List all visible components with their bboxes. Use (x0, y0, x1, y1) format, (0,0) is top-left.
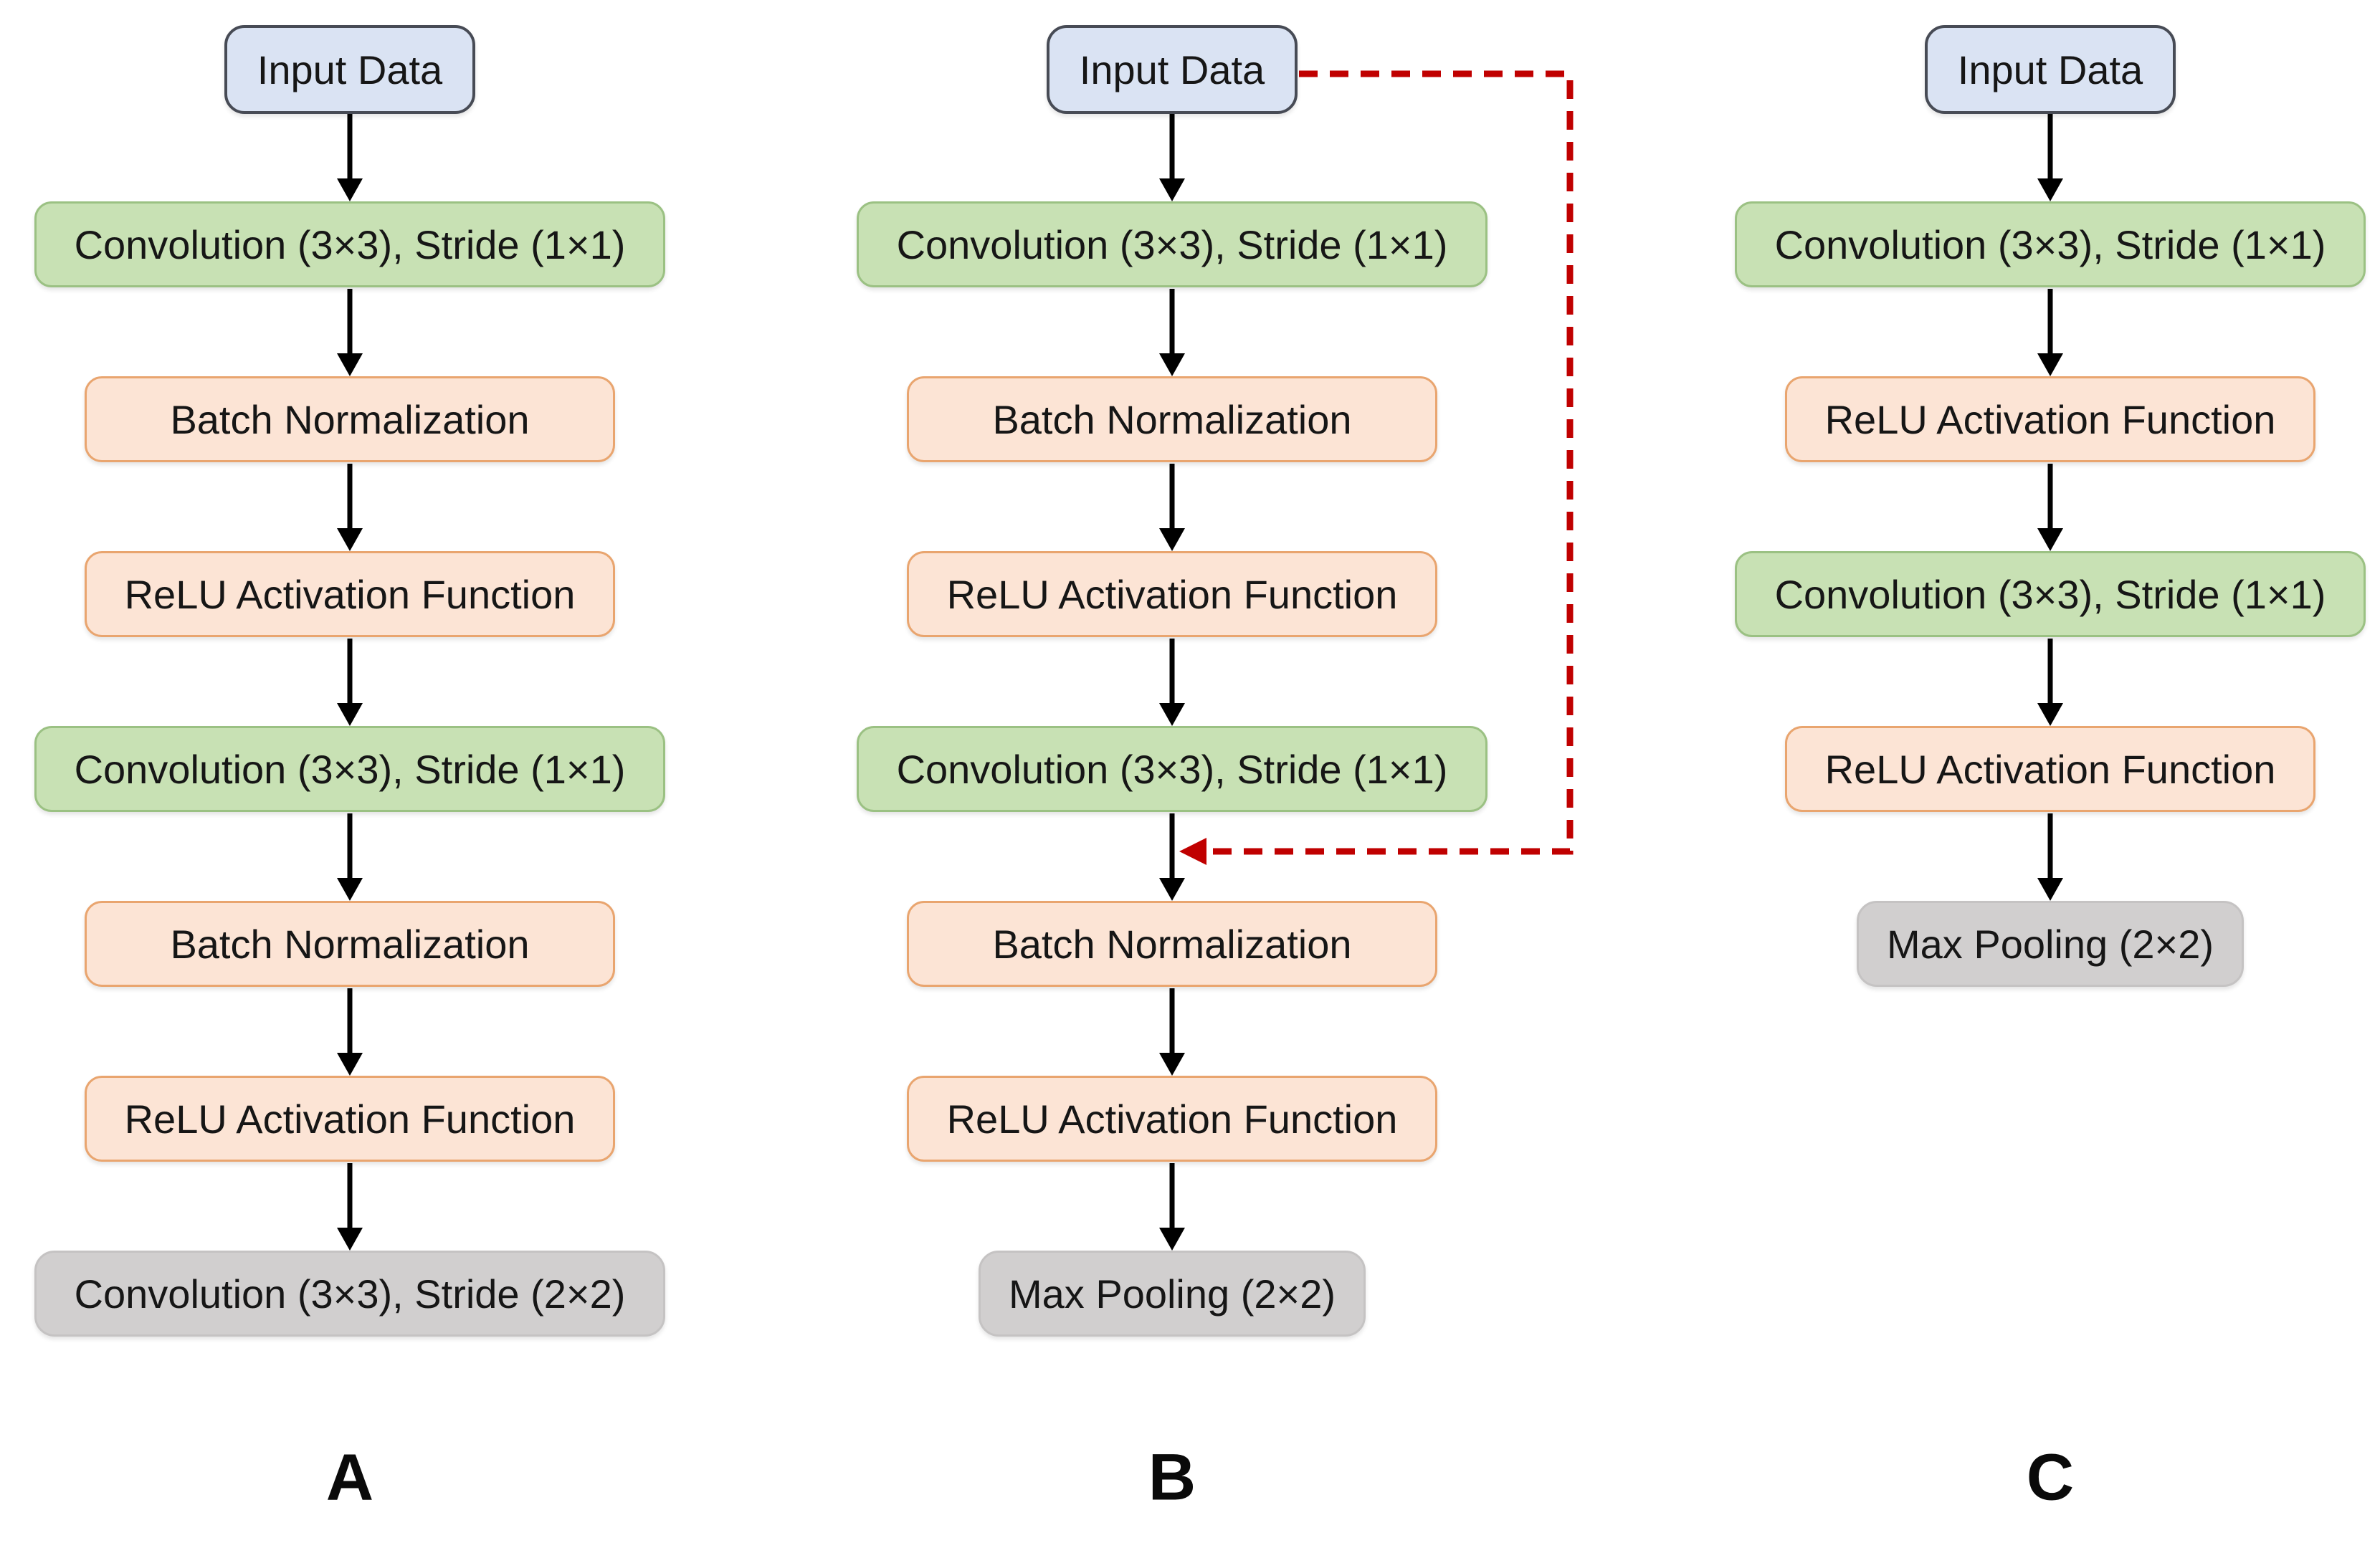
flow-arrow (337, 464, 363, 551)
skip-connection (1179, 70, 1574, 865)
column-label-c: C (2026, 1440, 2075, 1514)
node-input-data: Input Data (1047, 25, 1298, 114)
flow-arrow (2037, 114, 2063, 201)
node-convolution: Convolution (3×3), Stride (1×1) (34, 201, 665, 287)
node-batch-norm: Batch Normalization (907, 901, 1437, 987)
node-relu: ReLU Activation Function (907, 1076, 1437, 1162)
column-label-a: A (325, 1440, 374, 1514)
flow-arrow (2037, 639, 2063, 726)
flow-arrow (1159, 1163, 1185, 1251)
node-relu: ReLU Activation Function (1785, 726, 2315, 812)
flow-arrow (2037, 464, 2063, 551)
node-convolution: Convolution (3×3), Stride (1×1) (34, 726, 665, 812)
node-input-data: Input Data (224, 25, 475, 114)
node-input-data: Input Data (1925, 25, 2176, 114)
node-conv-downsample: Convolution (3×3), Stride (2×2) (34, 1251, 665, 1337)
flow-arrow (1159, 813, 1185, 901)
node-relu: ReLU Activation Function (85, 551, 615, 637)
flow-arrow (1159, 988, 1185, 1076)
node-batch-norm: Batch Normalization (907, 376, 1437, 462)
flow-arrow (337, 988, 363, 1076)
flow-arrow (1159, 464, 1185, 551)
node-relu: ReLU Activation Function (85, 1076, 615, 1162)
node-convolution: Convolution (3×3), Stride (1×1) (857, 201, 1488, 287)
column-label-b: B (1148, 1440, 1196, 1514)
node-max-pooling: Max Pooling (2×2) (1857, 901, 2244, 987)
node-batch-norm: Batch Normalization (85, 901, 615, 987)
node-convolution: Convolution (3×3), Stride (1×1) (857, 726, 1488, 812)
node-relu: ReLU Activation Function (1785, 376, 2315, 462)
node-batch-norm: Batch Normalization (85, 376, 615, 462)
node-relu: ReLU Activation Function (907, 551, 1437, 637)
flow-arrow (2037, 813, 2063, 901)
node-max-pooling: Max Pooling (2×2) (979, 1251, 1366, 1337)
flow-arrow (1159, 114, 1185, 201)
node-convolution: Convolution (3×3), Stride (1×1) (1735, 201, 2366, 287)
flow-arrow (337, 289, 363, 376)
skip-connection-arrowhead (1179, 838, 1206, 865)
node-convolution: Convolution (3×3), Stride (1×1) (1735, 551, 2366, 637)
flow-arrow (337, 639, 363, 726)
flow-arrow (1159, 639, 1185, 726)
flow-arrow (337, 813, 363, 901)
flow-arrow (1159, 289, 1185, 376)
flow-arrow (2037, 289, 2063, 376)
flow-arrow (337, 114, 363, 201)
flow-arrow (337, 1163, 363, 1251)
